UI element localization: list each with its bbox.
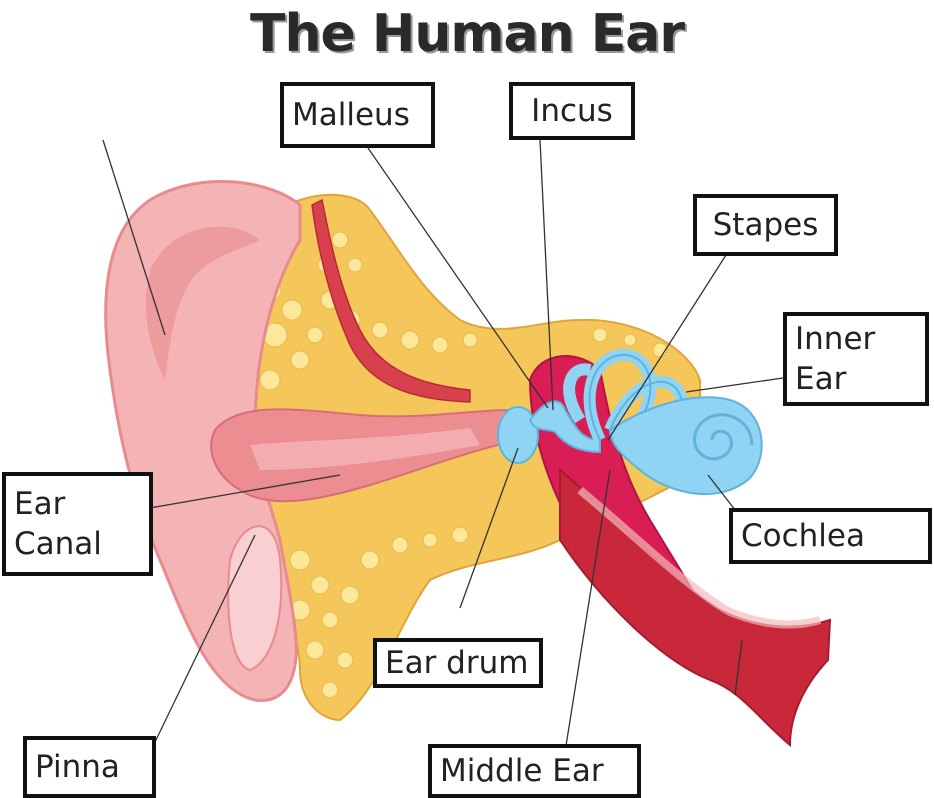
- label-malleus: Malleus: [280, 82, 435, 148]
- label-incus: Incus: [509, 82, 635, 140]
- label-ear-drum: Ear drum: [373, 638, 543, 688]
- label-inner-ear: Inner Ear: [783, 312, 929, 406]
- ear-drum-shape: [498, 407, 538, 463]
- label-cochlea: Cochlea: [729, 508, 932, 564]
- label-middle-ear: Middle Ear: [428, 744, 641, 798]
- label-pinna: Pinna: [23, 736, 156, 798]
- label-stapes: Stapes: [693, 194, 838, 256]
- label-ear-canal: Ear Canal: [2, 472, 153, 576]
